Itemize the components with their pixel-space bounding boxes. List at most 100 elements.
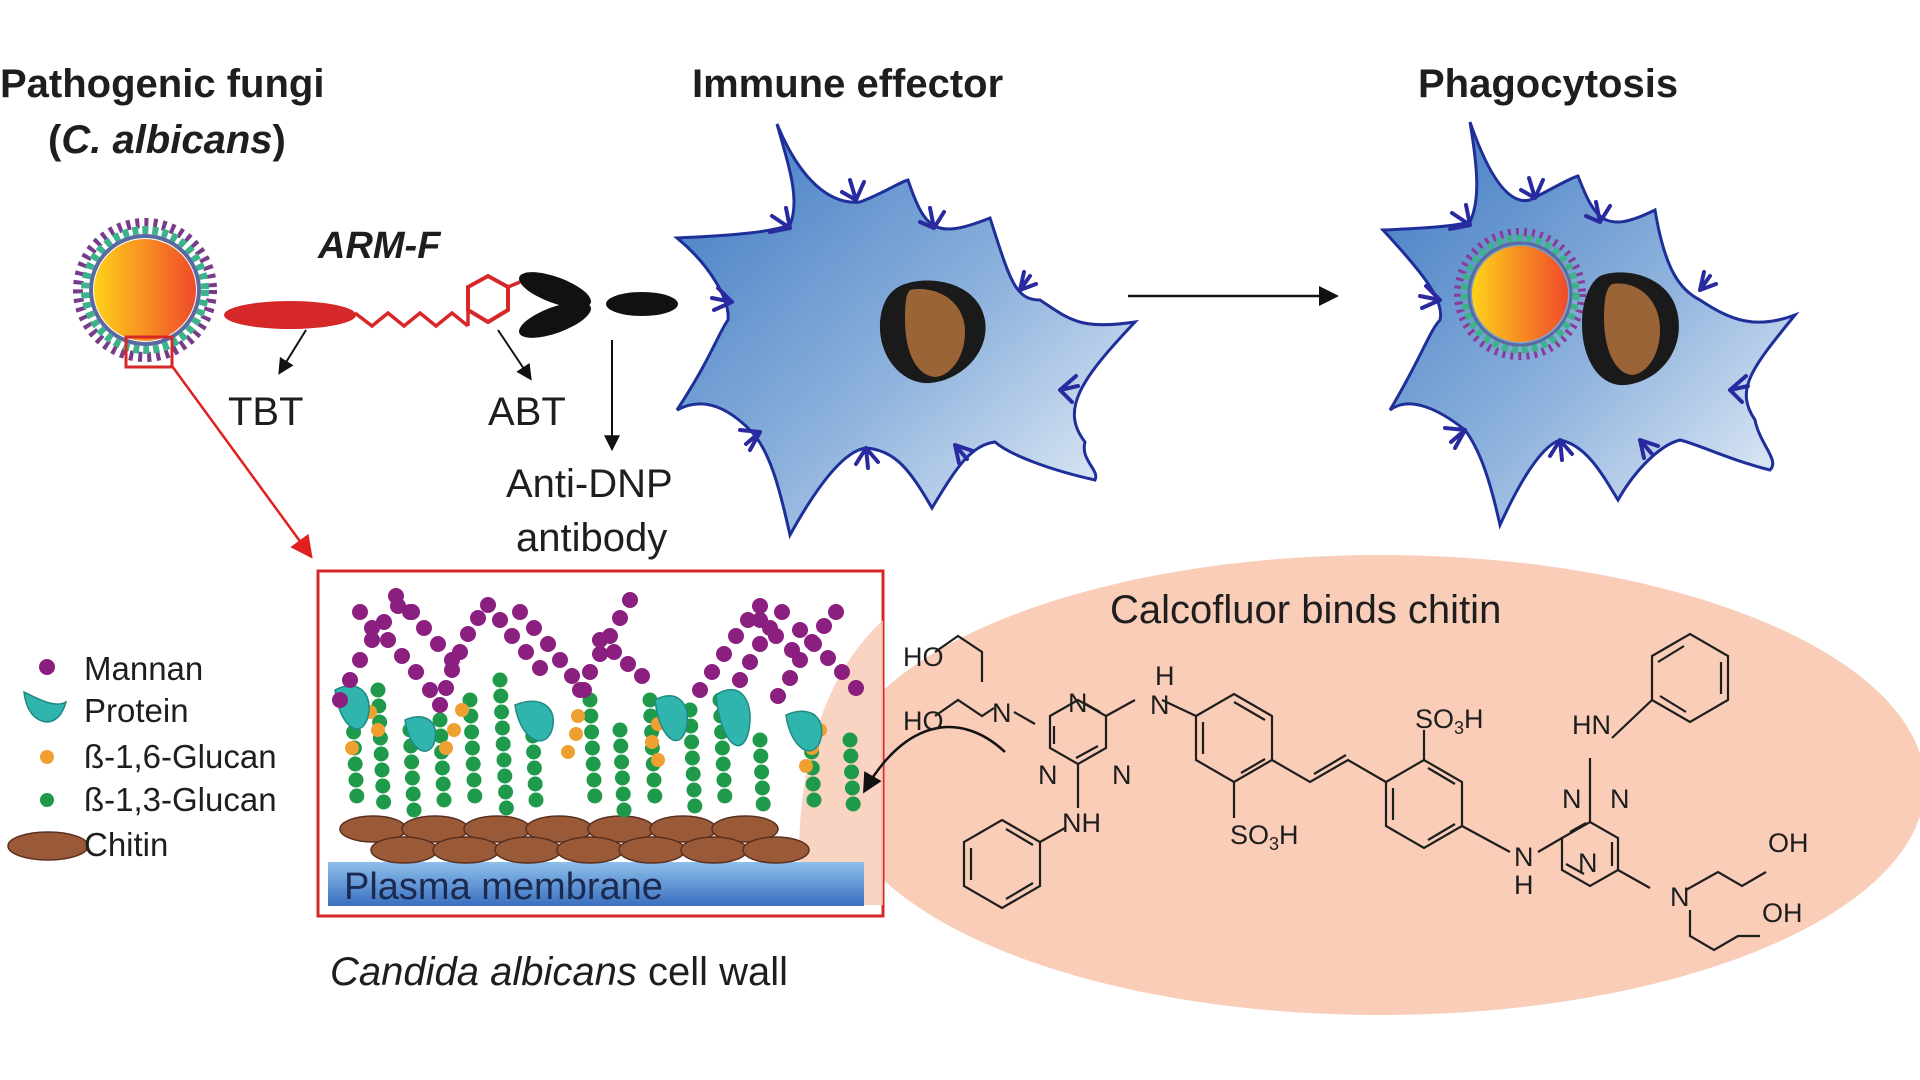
label-antibody: antibody [516,516,668,560]
b13-glucan-unit [614,770,630,786]
atom-ho-1: HO [903,642,944,672]
phagocyte-cell-icon [1379,121,1800,530]
b16-glucan-unit [561,745,575,759]
mannan-unit [752,636,768,652]
atom-n-7: N [1610,784,1630,814]
b13-glucan-unit [373,746,389,762]
b16-glucan-unit [569,727,583,741]
mannan-unit [692,682,708,698]
title-pathogenic-fungi: Pathogenic fungi [0,62,325,106]
paren-close: ) [272,118,286,162]
atom-nh-1: NH [1062,808,1101,838]
calcofluor-background [835,555,1920,1015]
b16-glucan-unit [439,741,453,755]
b13-glucan-unit [376,794,392,810]
b13-glucan-unit [642,692,658,708]
mannan-unit [352,604,368,620]
b13-glucan-unit [687,798,703,814]
b13-glucan-unit [586,772,602,788]
b13-glucan-unit [612,722,628,738]
b13-glucan-unit [348,772,364,788]
b13-glucan-unit [754,764,770,780]
b13-glucan-unit [498,784,514,800]
b13-glucan-unit [462,692,478,708]
legend-swatch-b13-glucan [40,793,54,807]
chitin-unit [556,836,624,864]
caption-rest: cell wall [636,950,789,994]
mannan-unit [704,664,720,680]
mannan-unit [592,632,608,648]
b13-glucan-unit [464,724,480,740]
atom-n-9: N [1514,842,1534,872]
b13-glucan-unit [716,772,732,788]
b13-glucan-unit [686,782,702,798]
atom-n-5: N [1150,690,1170,720]
b13-glucan-unit [844,780,860,796]
legend-swatch-chitin [7,831,89,861]
calcofluor-title: Calcofluor binds chitin [1110,588,1502,632]
mannan-unit [532,660,548,676]
b13-glucan-unit [495,736,511,752]
mannan-unit [394,648,410,664]
plasma-membrane [328,862,864,906]
b16-glucan-unit [345,741,359,755]
nucleus-inner [905,289,965,377]
mannan-unit [518,644,534,660]
b13-glucan-unit [492,672,508,688]
mannan-unit [460,626,476,642]
atom-so3h-2: SO3H [1415,704,1484,738]
chitin-unit [711,815,779,843]
b13-glucan-unit [432,712,448,728]
mannan-unit [768,628,784,644]
atom-ho-2: HO [903,706,944,736]
mannan-unit [622,592,638,608]
mannan-unit [716,646,732,662]
chitin-unit [370,836,438,864]
mannan-unit [452,644,468,660]
b13-glucan-unit [646,772,662,788]
b13-glucan-unit [433,728,449,744]
mannan-unit [620,656,636,672]
b13-glucan-unit [613,738,629,754]
atom-n-2: N [1068,688,1088,718]
species-name: C. albicans [61,118,273,162]
b13-glucan-unit [347,756,363,772]
legend-swatch-protein [23,690,68,723]
antibody-icon [519,272,678,338]
b13-glucan-unit [435,776,451,792]
legend-label-chitin: Chitin [84,826,169,863]
atom-so3h-1: SO3H [1230,820,1299,854]
atom-n-10: N [1670,882,1690,912]
title-phagocytosis: Phagocytosis [1418,62,1679,106]
mannan-unit [592,646,608,662]
arrow-to-abt [497,329,532,381]
b16-glucan-unit [645,735,659,749]
b13-glucan-unit [527,776,543,792]
protein-unit [654,694,689,742]
abt-linker-2 [507,280,521,289]
b16-glucan-unit [455,703,469,717]
b16-glucan-unit [651,753,665,767]
b13-glucan-unit [844,764,860,780]
mannan-unit [332,692,348,708]
cell-wall-caption: Candida albicans cell wall [330,950,788,995]
mannan-unit [572,682,588,698]
legend-label-b13-glucan: ß-1,3-Glucan [84,781,277,818]
b13-glucan-unit [493,688,509,704]
atom-hn-1: HN [1572,710,1611,740]
mannan-unit [388,588,404,604]
b13-glucan-unit [715,756,731,772]
b13-glucan-unit [498,800,514,816]
label-tbt: TBT [228,390,304,434]
calcofluor-structure [934,632,1767,952]
protein-unit [514,700,554,742]
mannan-unit [352,652,368,668]
b13-glucan-unit [406,802,422,818]
atom-oh-1: OH [1768,828,1809,858]
label-anti-dnp: Anti-DNP [506,462,673,506]
legend-label-protein: Protein [84,692,189,729]
b13-glucan-unit [585,756,601,772]
b13-glucan-unit [467,788,483,804]
mannan-unit [752,612,768,628]
b13-glucan-unit [526,744,542,760]
